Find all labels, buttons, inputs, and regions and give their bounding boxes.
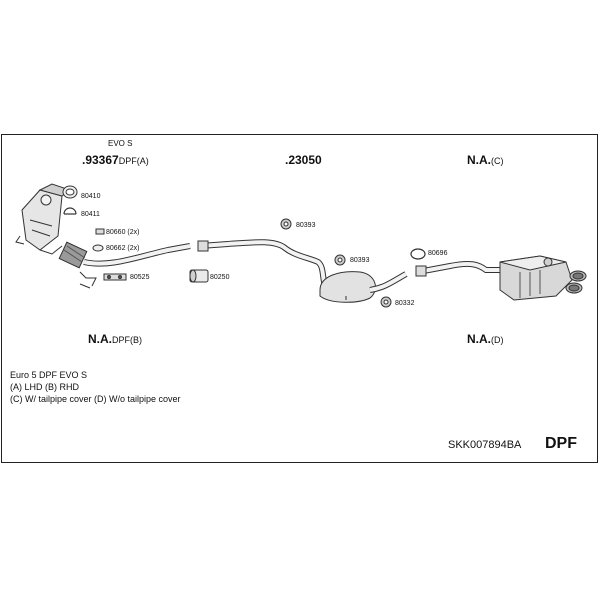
part-23050-label[interactable]: .23050 [285, 152, 322, 168]
clamp-80410-drawing[interactable] [62, 185, 78, 199]
part-80660-label[interactable]: 80660 (2x) [106, 229, 140, 236]
evo-label: EVO S [108, 139, 133, 148]
clamp-80411-drawing[interactable] [63, 207, 77, 215]
part-suffix: DPF(A) [118, 156, 149, 166]
note-euro5: Euro 5 DPF EVO S [10, 370, 88, 380]
part-number: .93367 [82, 153, 119, 167]
part-80250-label[interactable]: 80250 [210, 274, 230, 281]
part-80410-label[interactable]: 80410 [81, 193, 101, 200]
center-muffler-drawing[interactable] [319, 271, 408, 303]
part-80525-label[interactable]: 80525 [130, 274, 150, 281]
part-80696-label[interactable]: 80696 [428, 250, 448, 257]
front-pipe-drawing[interactable] [58, 241, 191, 289]
dpf-converter-drawing[interactable] [15, 183, 72, 255]
note-tailpipe: (C) W/ tailpipe cover (D) W/o tailpipe c… [10, 394, 181, 404]
part-80662-label[interactable]: 80662 (2x) [106, 245, 140, 252]
part-80411-label[interactable]: 80411 [81, 211, 100, 218]
part-80393-b-label[interactable]: 80393 [350, 257, 370, 264]
clamp-80696-drawing[interactable] [410, 248, 426, 260]
part-93367-label[interactable]: .93367DPF(A) [82, 152, 149, 168]
bolt-80660-drawing[interactable] [95, 228, 105, 235]
part-80393-a-label[interactable]: 80393 [296, 222, 316, 229]
kit-code: SKK007894BA [448, 439, 522, 451]
hanger-80332-drawing[interactable] [380, 296, 392, 308]
part-suffix: (D) [491, 335, 504, 345]
gasket-80662-drawing[interactable] [92, 244, 104, 252]
part-number: .23050 [285, 153, 322, 167]
diagram-frame [1, 134, 598, 463]
middle-pipe-drawing[interactable] [197, 239, 332, 295]
rear-pipe-drawing[interactable] [415, 260, 500, 277]
part-number: N.A. [88, 332, 112, 346]
note-lhd-rhd: (A) LHD (B) RHD [10, 382, 79, 392]
rear-muffler-drawing[interactable] [499, 255, 587, 301]
bracket-80525-drawing[interactable] [103, 273, 127, 281]
part-suffix: DPF(B) [112, 335, 142, 345]
part-na-b-label[interactable]: N.A.DPF(B) [88, 331, 142, 347]
part-number: N.A. [467, 332, 491, 346]
part-80332-label[interactable]: 80332 [395, 300, 415, 307]
dpf-label: DPF [545, 435, 577, 452]
part-na-d-label[interactable]: N.A.(D) [467, 331, 504, 347]
part-suffix: (C) [491, 156, 504, 166]
hanger-80393-b-drawing[interactable] [334, 254, 346, 266]
part-number: N.A. [467, 153, 491, 167]
clamp-80250-drawing[interactable] [189, 269, 209, 283]
part-na-c-label[interactable]: N.A.(C) [467, 152, 504, 168]
hanger-80393-a-drawing[interactable] [280, 218, 292, 230]
